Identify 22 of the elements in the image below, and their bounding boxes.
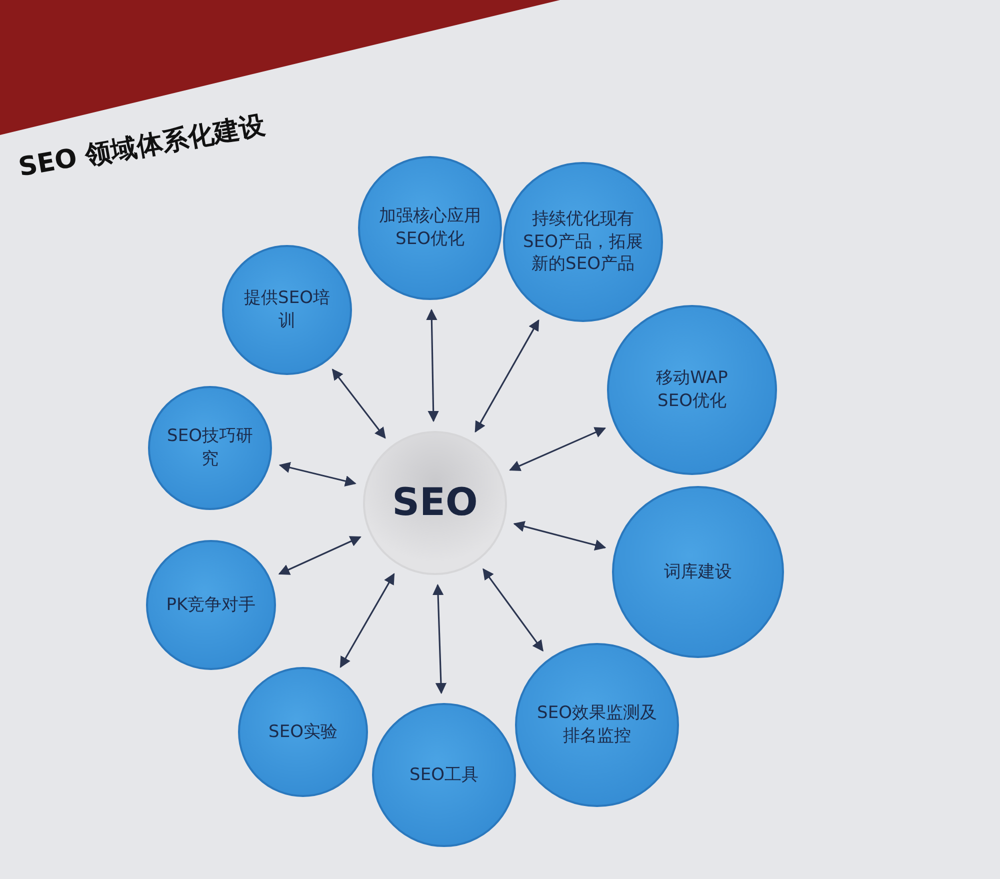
topic-circle: 持续优化现有SEO产品，拓展新的SEO产品 — [503, 162, 663, 322]
topic-circle: SEO工具 — [372, 703, 516, 847]
topic-circle: PK竞争对手 — [146, 540, 276, 670]
topic-circle: SEO实验 — [238, 667, 368, 797]
double-arrow — [332, 368, 386, 439]
double-arrow — [513, 520, 606, 550]
topic-circle: 提供SEO培训 — [222, 245, 352, 375]
double-arrow — [278, 536, 362, 575]
topic-circle: 词库建设 — [612, 486, 784, 658]
double-arrow — [509, 427, 606, 472]
double-arrow — [426, 308, 439, 422]
topic-circle: 加强核心应用SEO优化 — [358, 156, 502, 300]
topic-circle: SEO效果监测及排名监控 — [515, 643, 679, 807]
topic-circle: 移动WAP SEO优化 — [607, 305, 777, 475]
double-arrow — [432, 584, 447, 694]
topic-circle: SEO技巧研究 — [148, 386, 272, 510]
double-arrow — [482, 568, 544, 652]
double-arrow — [340, 573, 395, 668]
double-arrow — [474, 319, 540, 433]
slide-title: SEO 领域体系化建设 — [16, 109, 268, 185]
center-circle: SEO — [363, 431, 507, 575]
double-arrow — [278, 462, 356, 487]
